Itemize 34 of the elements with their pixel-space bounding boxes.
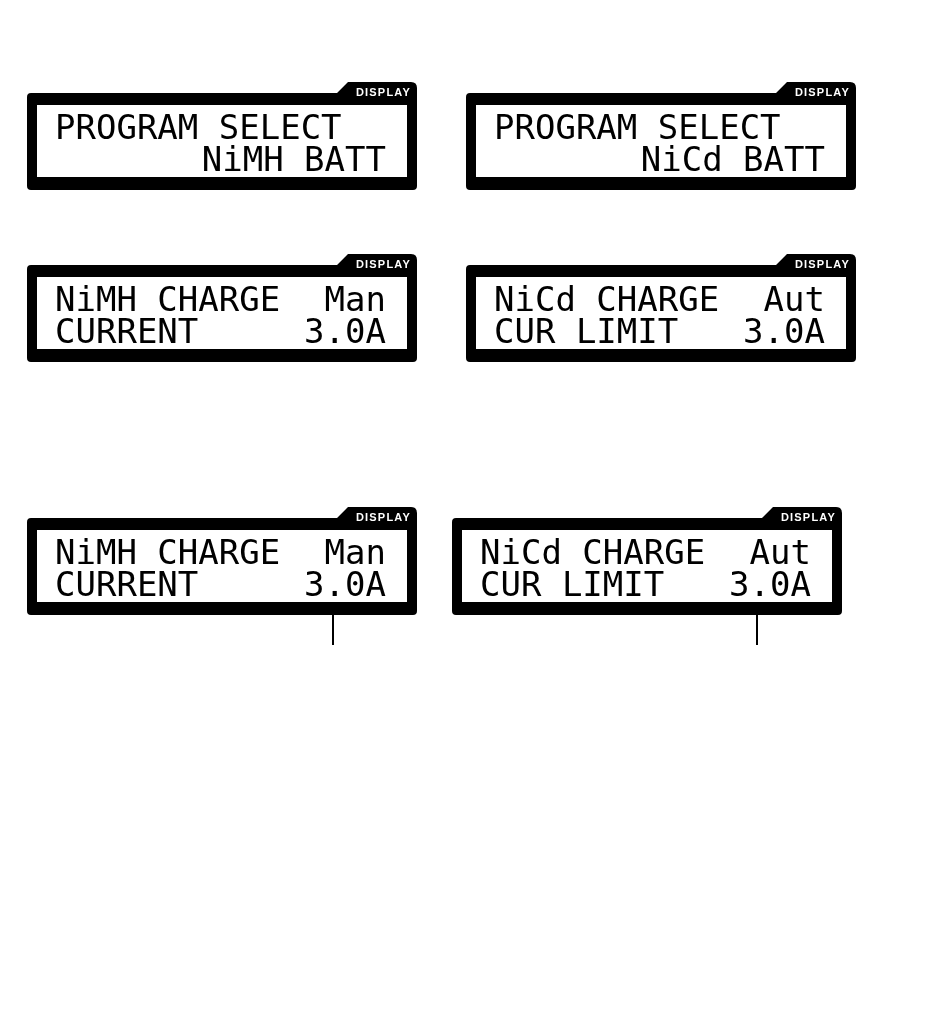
lcd-text: PROGRAM SELECT (494, 111, 781, 143)
lcd-text: Aut (763, 283, 825, 315)
lcd-display (27, 507, 417, 615)
lcd-text: NiMH BATT (201, 143, 386, 175)
display-tab-label: DISPLAY (355, 87, 411, 98)
lcd-text: Aut (749, 536, 811, 568)
display-tab-label: DISPLAY (355, 259, 411, 270)
display-tab-label: DISPLAY (355, 512, 411, 523)
leader-line (756, 614, 758, 646)
lcd-text: CUR LIMIT (480, 568, 665, 600)
lcd-display (466, 82, 856, 190)
display-tab-label: DISPLAY (794, 87, 850, 98)
lcd-text: NiCd CHARGE (494, 283, 720, 315)
lcd-display (466, 254, 856, 362)
lcd-text: 3.0A (304, 568, 386, 600)
display-tab-label: DISPLAY (780, 512, 836, 523)
leader-line (332, 614, 334, 646)
lcd-text: NiMH CHARGE (55, 536, 281, 568)
lcd-text: NiCd BATT (640, 143, 825, 175)
lcd-text: CUR LIMIT (494, 315, 679, 347)
lcd-text: NiMH CHARGE (55, 283, 281, 315)
lcd-text: Man (324, 536, 386, 568)
lcd-text: 3.0A (743, 315, 825, 347)
lcd-text: 3.0A (304, 315, 386, 347)
lcd-text: CURRENT (55, 315, 199, 347)
lcd-text: Man (324, 283, 386, 315)
display-tab-label: DISPLAY (794, 259, 850, 270)
lcd-text: 3.0A (729, 568, 811, 600)
lcd-display (27, 254, 417, 362)
lcd-text: PROGRAM SELECT (55, 111, 342, 143)
lcd-display (27, 82, 417, 190)
lcd-text: CURRENT (55, 568, 199, 600)
lcd-display (452, 507, 842, 615)
lcd-text: NiCd CHARGE (480, 536, 706, 568)
